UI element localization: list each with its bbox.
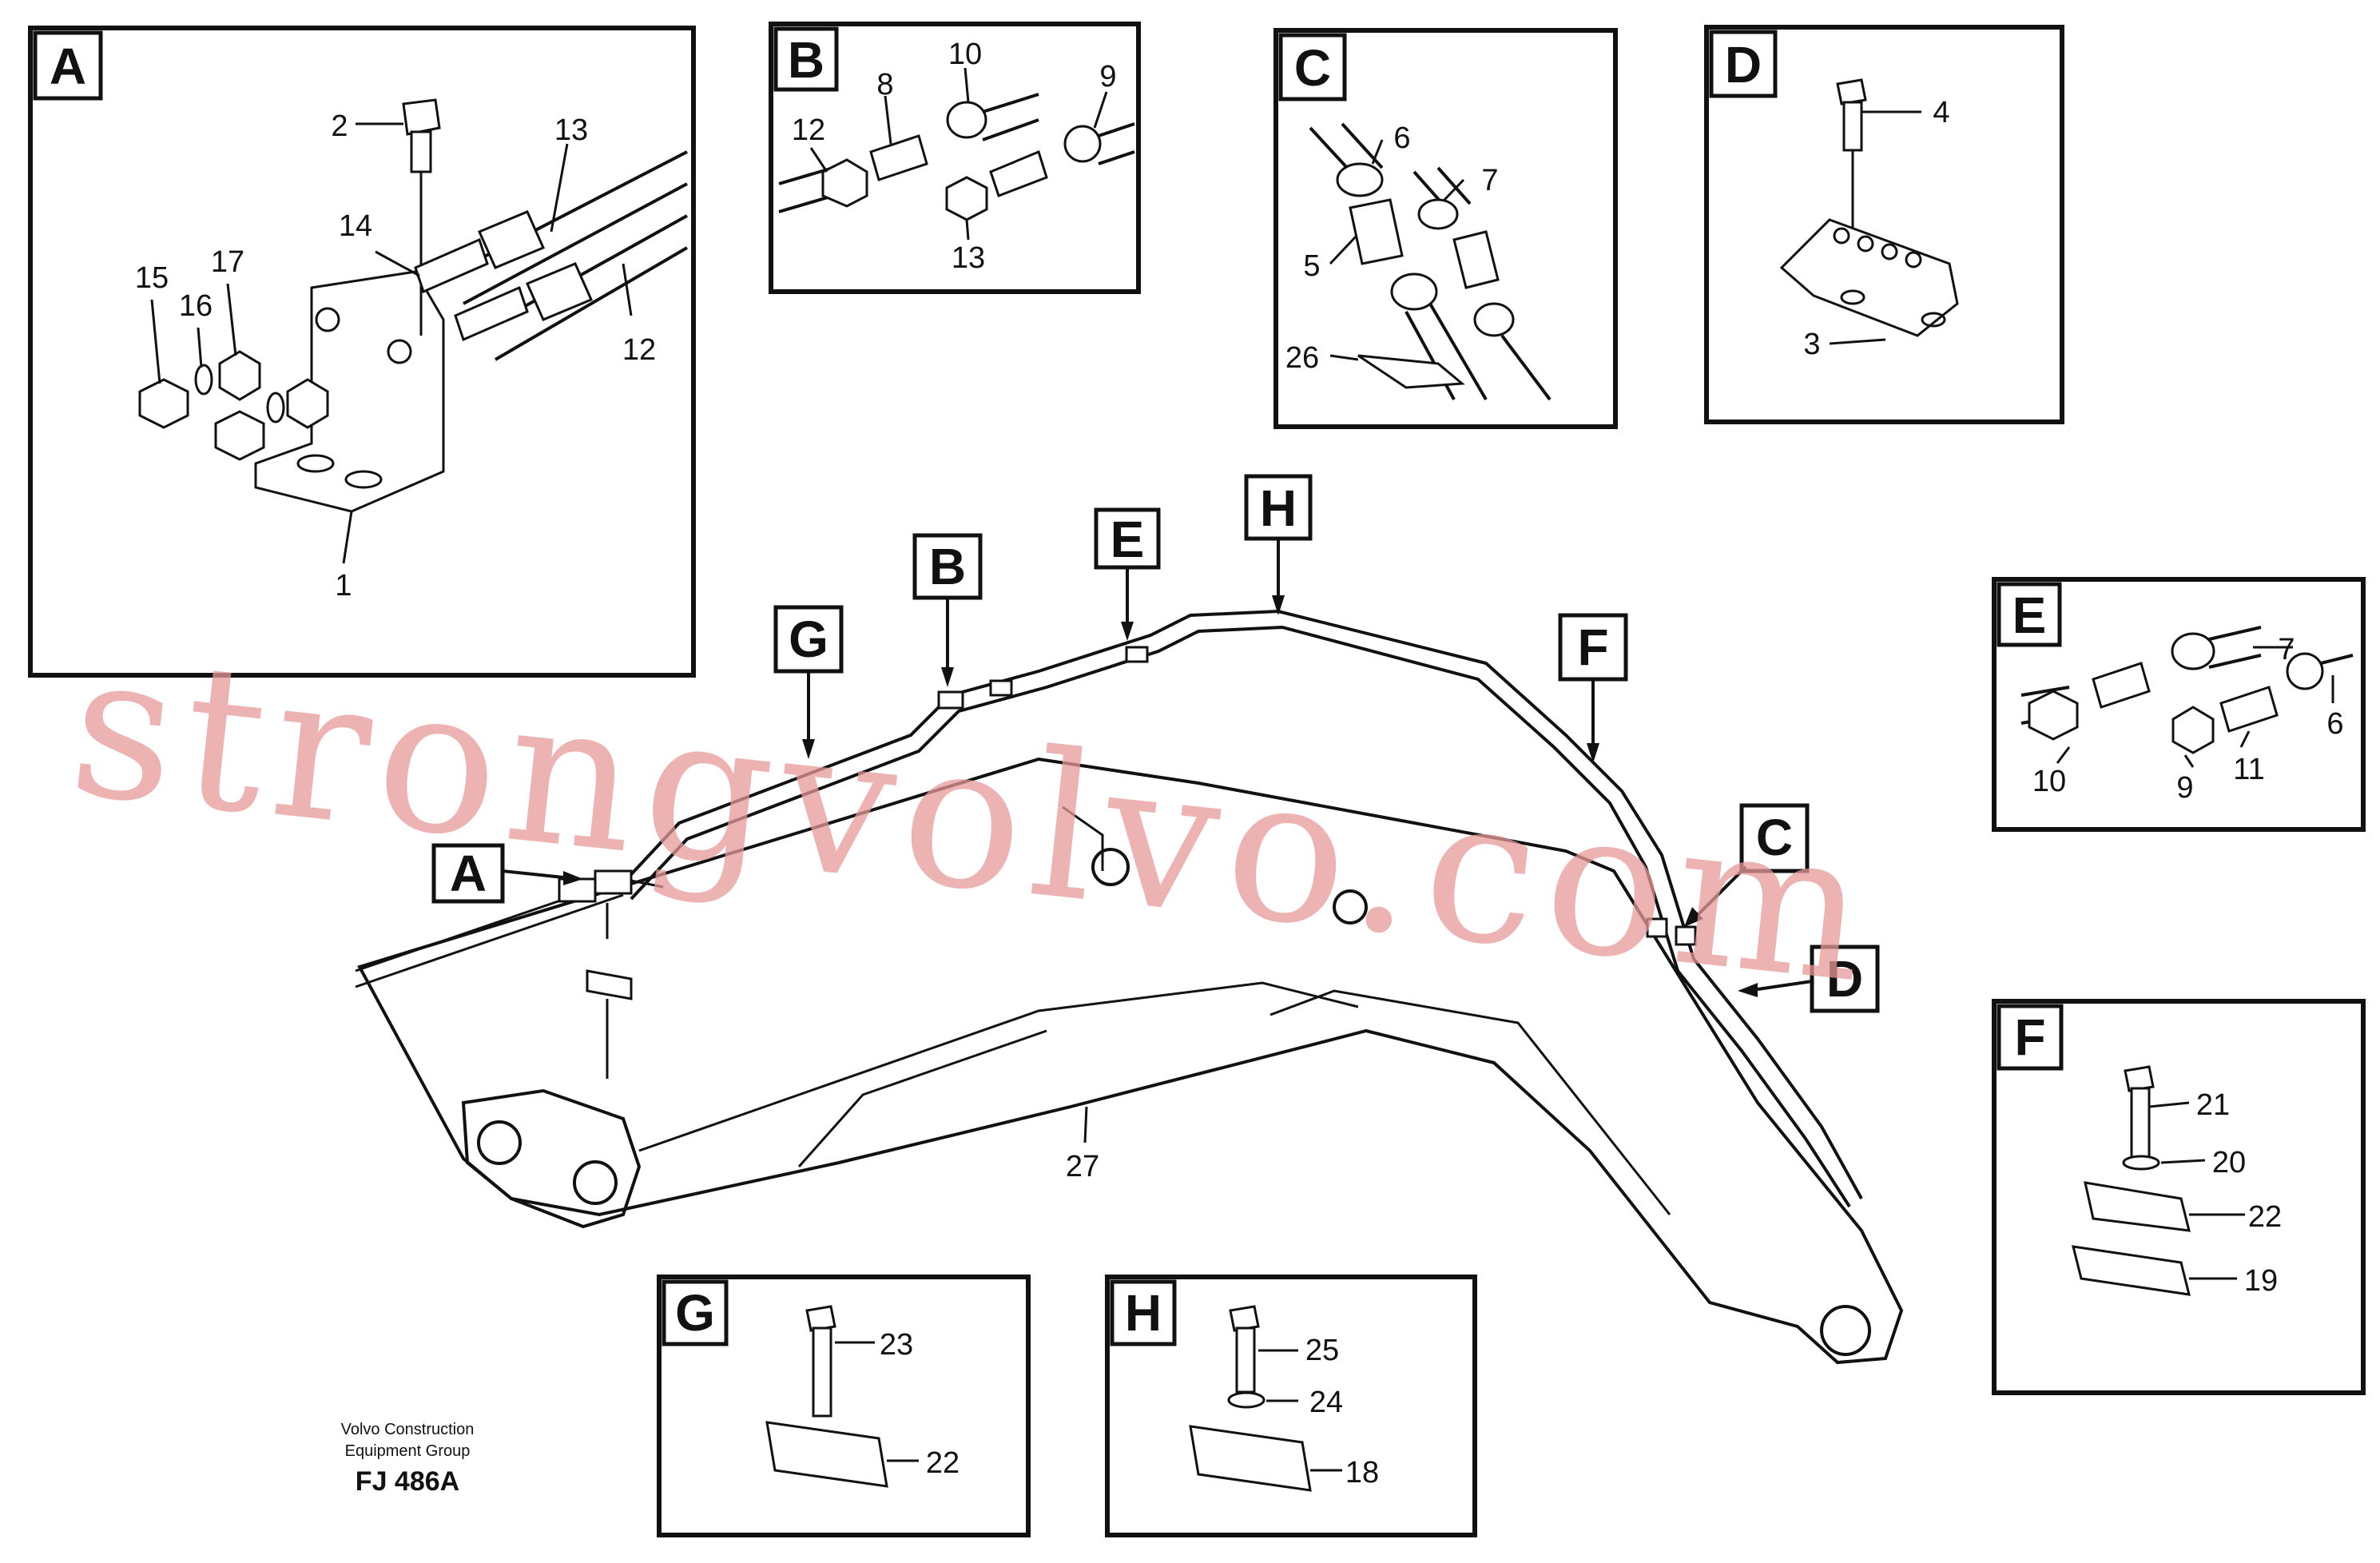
boom-assembly: 27 xyxy=(355,609,1904,1365)
panel-f: F 21 20 22 19 xyxy=(1992,999,2366,1395)
callout: 19 xyxy=(2244,1264,2278,1298)
panel-g: G 23 22 xyxy=(657,1275,1031,1537)
callout: 24 xyxy=(1309,1386,1343,1419)
panel-d-tag: D xyxy=(1725,36,1762,93)
panel-b-tag: B xyxy=(788,31,824,89)
callout: 6 xyxy=(2326,707,2343,741)
pointer-tag-f: F xyxy=(1558,613,1628,763)
svg-text:A: A xyxy=(450,845,487,902)
callout: 14 xyxy=(339,209,372,243)
callout: 12 xyxy=(622,333,656,367)
pointer-tag-b: B xyxy=(912,533,983,687)
pointer-tag-e: E xyxy=(1094,507,1161,641)
caption-drawing-code: FJ 486A xyxy=(356,1466,459,1497)
panel-c-tag: C xyxy=(1294,39,1331,97)
callout: 25 xyxy=(1305,1334,1339,1367)
caption-company-line1: Volvo Construction xyxy=(341,1421,475,1438)
panel-e: E 7 6 10 9 11 xyxy=(1992,577,2366,832)
panel-c: C 6 7 5 26 xyxy=(1273,28,1618,429)
svg-text:D: D xyxy=(1826,950,1863,1008)
panel-d: D 4 3 xyxy=(1704,25,2064,424)
callout: 9 xyxy=(1099,60,1116,93)
callout: 16 xyxy=(179,289,213,323)
callout: 2 xyxy=(331,109,348,143)
panel-e-tag: E xyxy=(2012,587,2047,644)
callout: 7 xyxy=(1481,164,1498,197)
panel-h-tag: H xyxy=(1125,1284,1162,1342)
svg-text:C: C xyxy=(1756,809,1793,866)
svg-text:E: E xyxy=(1111,511,1145,568)
callout: 3 xyxy=(1803,328,1820,361)
panel-a-tag: A xyxy=(50,38,86,95)
callout: 21 xyxy=(2196,1088,2230,1122)
pointer-tag-a: A xyxy=(431,843,583,904)
pointer-tag-d: D xyxy=(1738,945,1880,1013)
callout: 4 xyxy=(1933,96,1949,129)
callout: 26 xyxy=(1285,341,1319,375)
callout: 17 xyxy=(211,245,244,279)
svg-text:B: B xyxy=(929,538,966,595)
panel-a: A 2 13 14 xyxy=(28,26,696,678)
callout: 13 xyxy=(952,241,985,275)
callout: 10 xyxy=(948,38,982,71)
callout: 20 xyxy=(2212,1146,2246,1179)
panel-g-tag: G xyxy=(675,1284,715,1342)
callout: 12 xyxy=(792,113,825,147)
callout: 13 xyxy=(554,113,588,147)
svg-text:G: G xyxy=(789,610,828,668)
caption-company-line2: Equipment Group xyxy=(345,1442,471,1460)
panel-h: H 25 24 18 xyxy=(1105,1275,1477,1537)
callout: 18 xyxy=(1345,1456,1379,1489)
callout: 23 xyxy=(880,1328,913,1362)
callout: 5 xyxy=(1303,249,1320,283)
pointer-tag-c: C xyxy=(1684,803,1810,927)
svg-text:F: F xyxy=(1577,618,1608,676)
pointer-tag-h: H xyxy=(1244,474,1313,615)
callout: 15 xyxy=(135,261,169,295)
callout: 1 xyxy=(335,569,352,603)
svg-text:H: H xyxy=(1260,479,1297,537)
callout: 10 xyxy=(2032,765,2066,798)
callout: 22 xyxy=(926,1446,960,1480)
callout: 6 xyxy=(1393,121,1410,155)
panel-b: B 10 8 9 12 13 xyxy=(769,22,1141,294)
callout: 9 xyxy=(2176,771,2193,805)
callout: 8 xyxy=(876,68,893,101)
pointer-tag-g: G xyxy=(773,605,844,759)
callout: 22 xyxy=(2248,1200,2282,1234)
drawing-caption: Volvo Construction Equipment Group FJ 48… xyxy=(341,1421,475,1497)
callout: 11 xyxy=(2233,753,2264,786)
panel-f-tag: F xyxy=(2014,1008,2045,1066)
boom-callout: 27 xyxy=(1066,1150,1099,1183)
callout: 7 xyxy=(2278,633,2295,666)
